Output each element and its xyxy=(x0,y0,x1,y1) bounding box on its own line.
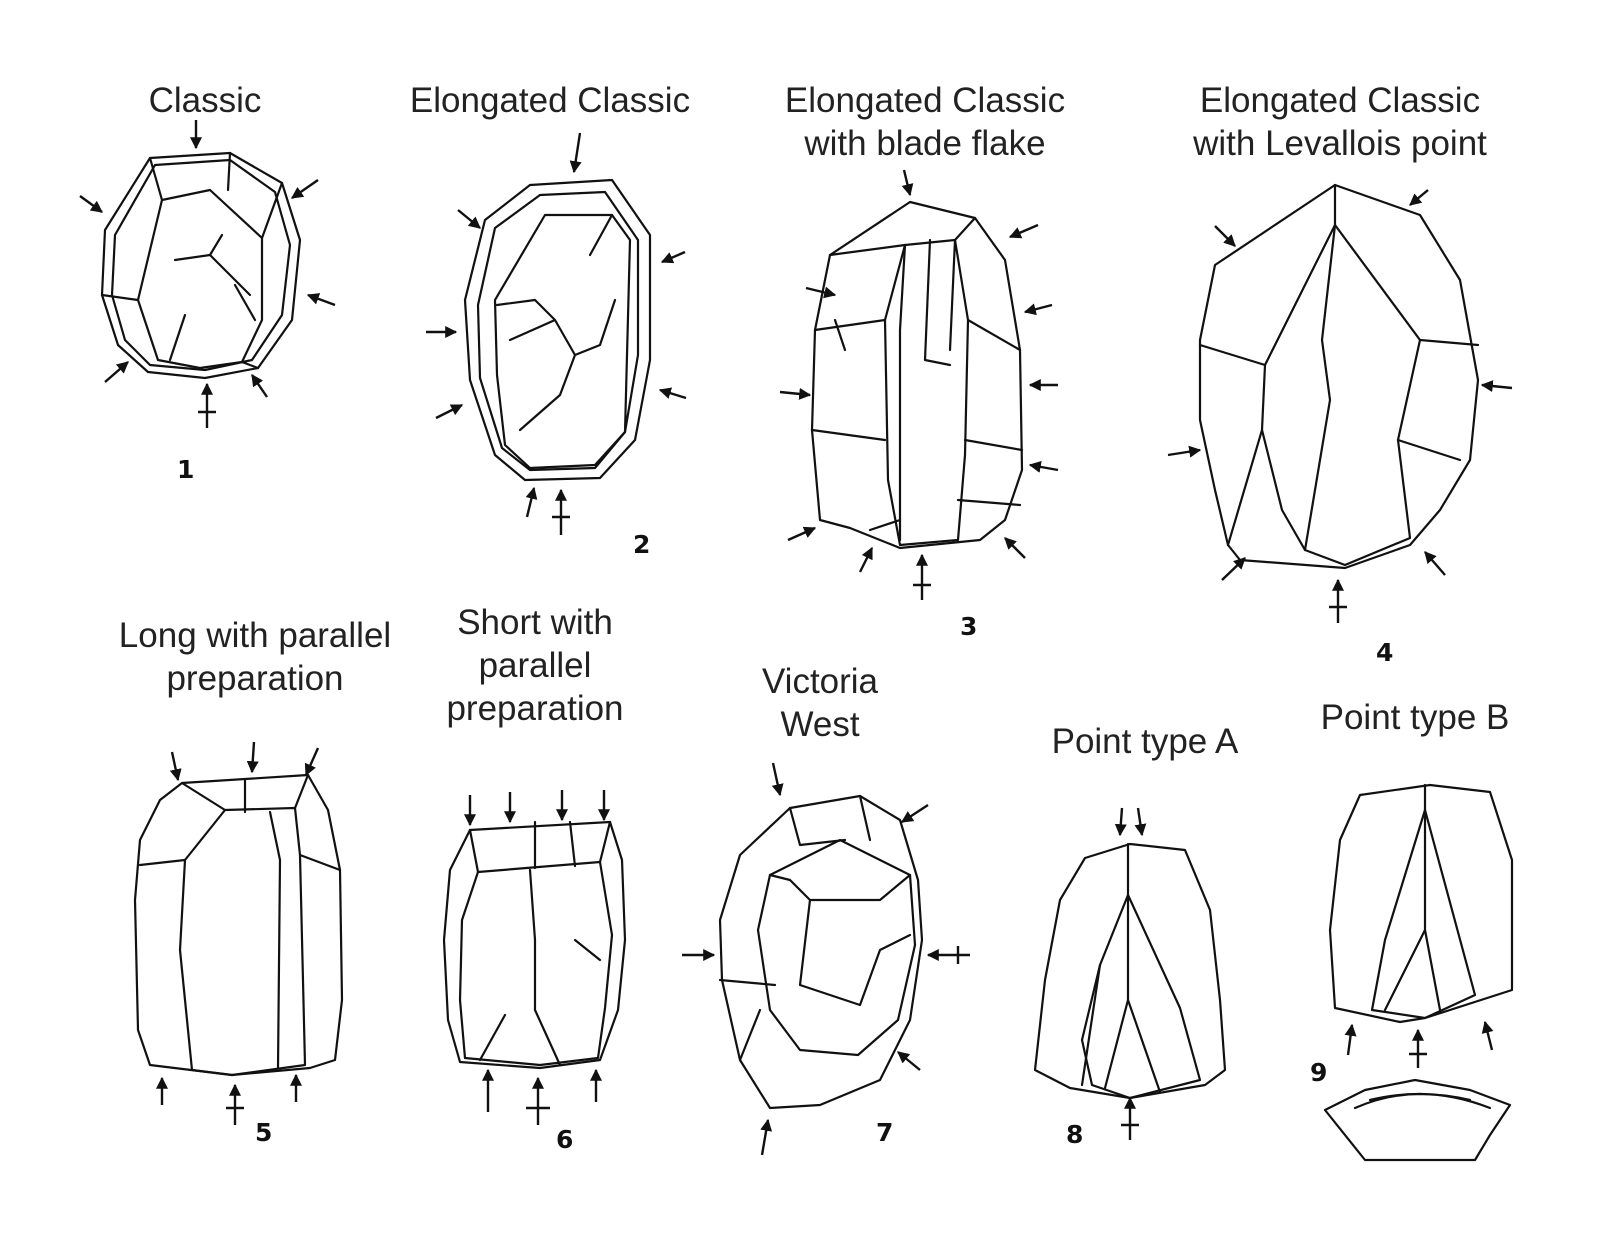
figure-4-drawing xyxy=(1167,183,1513,623)
figure-8-title: Point type A xyxy=(1051,722,1239,761)
figure-2-drawing xyxy=(426,132,687,535)
figure-2-title: Elongated Classic xyxy=(409,81,691,120)
figure-1-title: Classic xyxy=(148,81,262,120)
figure-7-number: 7 xyxy=(876,1118,894,1147)
figure-3-number: 3 xyxy=(960,612,978,641)
figure-7-drawing xyxy=(682,762,970,1156)
figure-4-number: 4 xyxy=(1376,638,1394,667)
figure-3-drawing xyxy=(779,169,1059,600)
figure-5-drawing xyxy=(133,741,344,1125)
figure-9-title: Point type B xyxy=(1320,698,1510,737)
figure-6-title: Short with parallel preparation xyxy=(446,603,624,728)
figure-9-number: 9 xyxy=(1310,1058,1328,1087)
figure-3-title: Elongated Classic with blade flake xyxy=(784,81,1066,163)
figure-5-number: 5 xyxy=(255,1118,273,1147)
figure-4-title: Elongated Classic with Levallois point xyxy=(1193,81,1487,163)
figure-7-title: Victoria West xyxy=(761,662,879,744)
figure-2-number: 2 xyxy=(633,530,651,559)
figure-6-number: 6 xyxy=(556,1125,574,1154)
figure-9-drawing xyxy=(1323,783,1514,1162)
figure-1-drawing xyxy=(79,120,336,428)
figure-6-drawing xyxy=(442,790,627,1125)
figure-5-title: Long with parallel preparation xyxy=(118,616,392,698)
figure-8-number: 8 xyxy=(1066,1120,1084,1149)
figure-8-drawing xyxy=(1033,807,1227,1140)
figure-1-number: 1 xyxy=(177,455,195,484)
